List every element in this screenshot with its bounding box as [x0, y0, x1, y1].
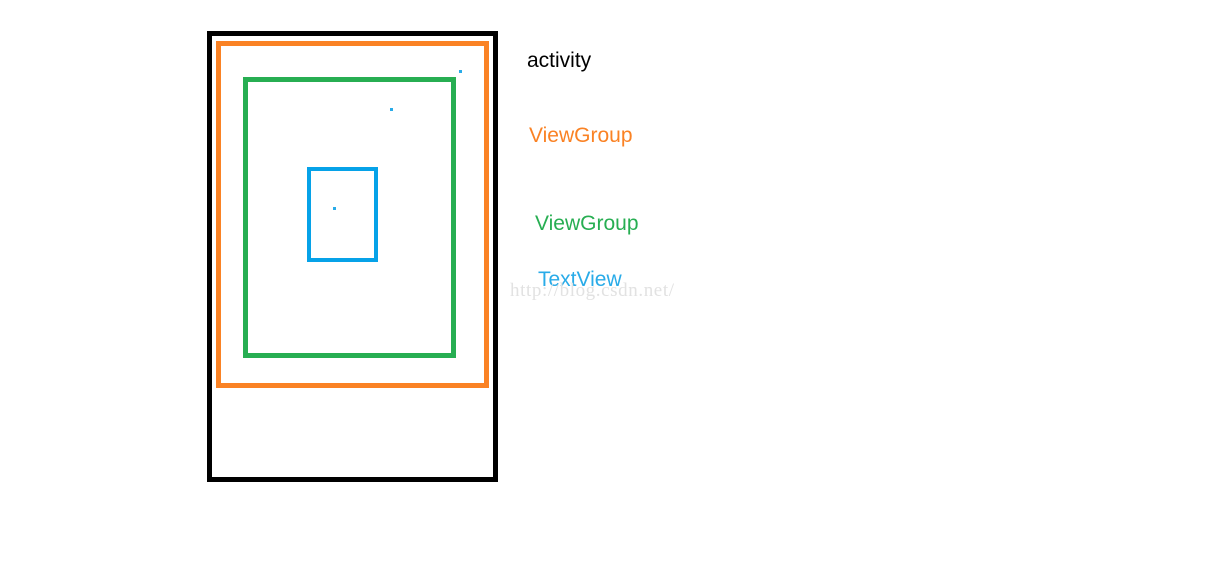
stray-dot-icon — [333, 207, 336, 210]
legend-label-viewgroup-outer: ViewGroup — [529, 124, 633, 147]
stray-dot-icon — [390, 108, 393, 111]
viewgroup-inner-boundary-rect — [243, 77, 456, 358]
legend-label-activity: activity — [527, 49, 592, 72]
legend-label-textview: TextView — [538, 268, 622, 291]
legend-label-viewgroup-inner: ViewGroup — [535, 212, 639, 235]
stray-dot-icon — [459, 70, 462, 73]
textview-boundary-rect — [307, 167, 378, 262]
viewgroup-outer-boundary-rect — [216, 41, 489, 388]
activity-boundary-rect — [207, 31, 498, 482]
watermark-text: http://blog.csdn.net/ — [510, 280, 675, 301]
